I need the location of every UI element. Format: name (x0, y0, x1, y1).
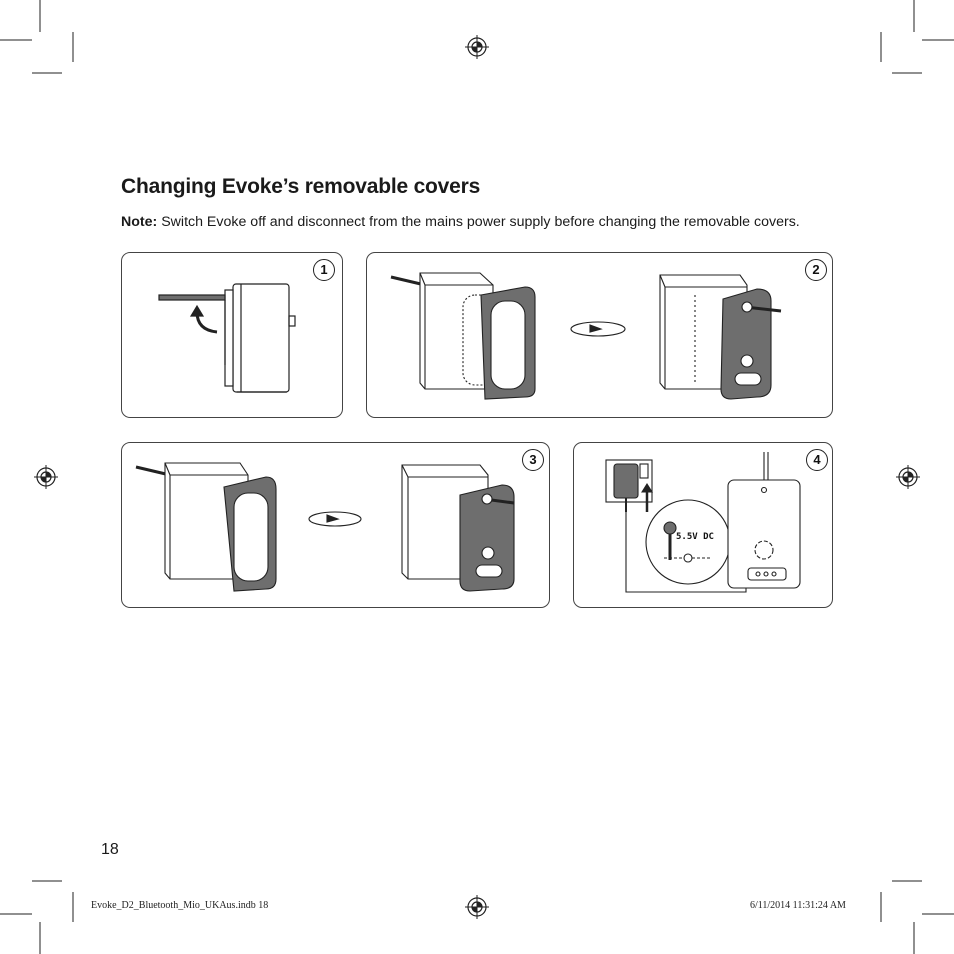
footer-file-slug: Evoke_D2_Bluetooth_Mio_UKAus.indb 18 (91, 900, 269, 911)
step-2-illustration (390, 272, 782, 400)
registration-mark-icon (465, 35, 489, 59)
step-1-illustration (158, 283, 296, 393)
page-title: Changing Evoke’s removable covers (121, 175, 481, 198)
step-3-badge: 3 (522, 449, 544, 471)
registration-mark-icon (896, 465, 920, 489)
step-3-illustration (135, 462, 515, 592)
footer-timestamp: 6/11/2014 11:31:24 AM (750, 900, 846, 911)
note-text: Switch Evoke off and disconnect from the… (157, 214, 800, 230)
power-label: 5.5V DC (676, 532, 714, 542)
registration-mark-icon (465, 895, 489, 919)
note-label: Note: (121, 214, 158, 230)
registration-mark-icon (34, 465, 58, 489)
step-2-badge: 2 (805, 259, 827, 281)
step-4-badge: 4 (806, 449, 828, 471)
note-paragraph: Note: Switch Evoke off and disconnect fr… (121, 214, 800, 230)
page-number: 18 (101, 841, 119, 858)
step-4-illustration (605, 452, 801, 593)
step-1-badge: 1 (313, 259, 335, 281)
